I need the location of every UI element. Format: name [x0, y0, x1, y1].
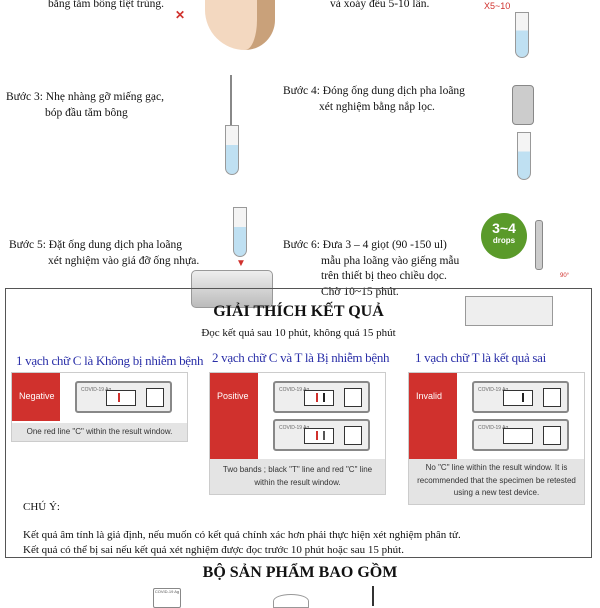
swab-squeeze-illustration: [230, 75, 232, 155]
note-1: Kết quả âm tính là giả định, nếu muốn có…: [23, 529, 461, 541]
note-2: Kết quả có thể bị sai nếu kết quả xét ng…: [23, 544, 404, 556]
step1-text: bằng tăm bông tiệt trùng.: [48, 0, 164, 10]
invalid-caption: No "C" line within the result window. It…: [409, 459, 584, 504]
rotation-label: X5~10: [484, 1, 511, 11]
step4-label: Bước 4:: [283, 85, 320, 97]
nasal-swab-illustration: [205, 0, 275, 50]
test-device-invalid: COVID-19 Ag: [472, 419, 569, 451]
drops-badge: 3~4 drops: [481, 213, 527, 259]
tube-illustration: [517, 132, 531, 180]
negative-heading: 1 vạch chữ C là Không bị nhiễm bệnh: [16, 353, 204, 368]
step6-text: Bước 6: Đưa 3 – 4 giọt (90 -150 ul) mẫu …: [283, 238, 459, 300]
device-text: COVID-19 Ag: [279, 387, 310, 393]
device-text: COVID-19 Ag: [81, 387, 112, 393]
device-text: COVID-19 Ag: [478, 425, 509, 431]
device-text: COVID-19 Ag: [478, 387, 509, 393]
positive-label: Positive: [210, 373, 258, 461]
test-device-illustration: [465, 296, 553, 326]
step6-label: Bước 6:: [283, 239, 320, 251]
step5-text: Bước 5: Đặt ống dung dịch pha loãng xét …: [9, 238, 199, 269]
step4-line1: Đóng ống dung dịch pha loãng: [322, 85, 465, 97]
step5-line2: xét nghiệm vào giá đỡ ống nhựa.: [48, 254, 200, 267]
positive-caption: Two bands ; black "T" line and red "C" l…: [210, 459, 385, 494]
drops-count: 3~4: [492, 220, 516, 236]
step6-line2: mẫu pha loãng vào giếng mẫu: [321, 254, 460, 267]
dropper-illustration: [535, 220, 543, 270]
kit-tube-illustration: [273, 594, 309, 608]
note-label: CHÚ Ý:: [23, 501, 60, 513]
invalid-label: Invalid: [409, 373, 457, 461]
results-section: GIẢI THÍCH KẾT QUẢ Đọc kết quả sau 10 ph…: [5, 288, 592, 558]
kit-device-text: COVID-19 Ag: [154, 589, 180, 594]
tube-illustration: [225, 125, 239, 175]
tube-illustration: [233, 207, 247, 257]
kit-device-illustration: COVID-19 Ag: [153, 588, 181, 608]
negative-caption: One red line "C" within the result windo…: [12, 422, 187, 441]
step5-line1: Đặt ống dung dịch pha loãng: [48, 239, 182, 251]
positive-heading: 2 vạch chữ C và T là Bị nhiễm bệnh: [212, 350, 390, 365]
step4-line2: xét nghiệm bằng nắp lọc.: [319, 100, 435, 113]
step3-label: Bước 3:: [6, 91, 43, 103]
results-title: GIẢI THÍCH KẾT QUẢ: [213, 303, 384, 320]
positive-card: Positive COVID-19 Ag COVID-19 Ag Two ban…: [209, 372, 386, 495]
filter-cap-illustration: [512, 85, 534, 125]
arrow-down-icon: ▼: [236, 258, 246, 269]
angle-label: 90°: [560, 273, 570, 279]
negative-card: Negative COVID-19 Ag One red line "C" wi…: [11, 372, 188, 442]
invalid-card: Invalid COVID-19 Ag COVID-19 Ag No "C" l…: [408, 372, 585, 505]
kit-swab-illustration: [372, 586, 374, 606]
step5-label: Bước 5:: [9, 239, 46, 251]
results-subtitle: Đọc kết quả sau 10 phút, không quá 15 ph…: [201, 327, 396, 339]
step4-text: Bước 4: Đóng ống dung dịch pha loãng xét…: [283, 84, 465, 115]
invalid-heading: 1 vạch chữ T là kết quả sai: [415, 350, 546, 365]
step2-text: và xoáy đều 5-10 lần.: [330, 0, 430, 10]
drops-label: drops: [492, 236, 516, 245]
step6-line1: Đưa 3 – 4 giọt (90 -150 ul): [322, 239, 447, 251]
test-device-invalid: COVID-19 Ag: [472, 381, 569, 413]
step3-line2: bóp đầu tăm bông: [45, 106, 128, 119]
wrong-x-icon: ✕: [175, 8, 186, 22]
kit-title: BỘ SẢN PHẨM BAO GỒM: [202, 564, 398, 581]
step3-line1: Nhẹ nhàng gỡ miếng gạc,: [45, 91, 164, 103]
test-device-positive: COVID-19 Ag: [273, 381, 370, 413]
device-text: COVID-19 Ag: [279, 425, 310, 431]
tube-rack-illustration: [191, 270, 273, 308]
step3-text: Bước 3: Nhẹ nhàng gỡ miếng gạc, bóp đầu …: [6, 90, 164, 121]
negative-label: Negative: [12, 373, 60, 421]
test-device-negative: COVID-19 Ag: [75, 381, 172, 413]
test-device-positive: COVID-19 Ag: [273, 419, 370, 451]
tube-illustration: [515, 12, 529, 58]
step6-line3: trên thiết bị theo chiều dọc.: [321, 270, 447, 282]
